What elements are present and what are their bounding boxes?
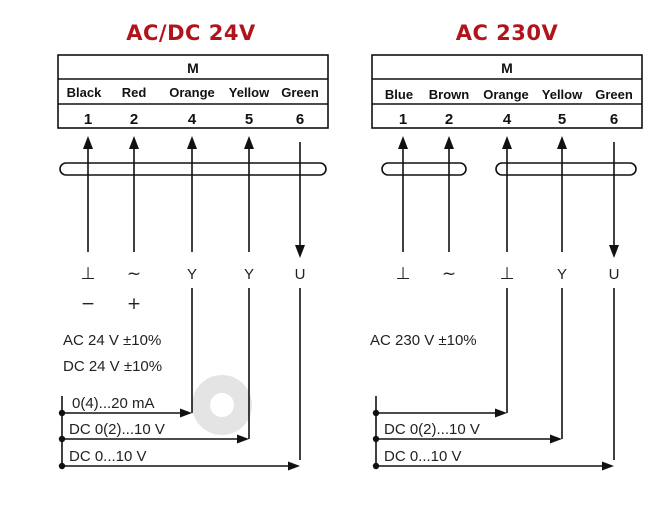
left-wire-color: Orange: [169, 85, 215, 100]
right-ground-icon: ⊥: [396, 264, 411, 284]
right-diagram: AC 230V M Blue Brown Orange Yellow Green…: [370, 21, 643, 471]
left-input-symbol: Y: [244, 266, 254, 283]
right-wire-color: Brown: [429, 87, 470, 102]
right-signal-cable-bundle: [495, 162, 637, 176]
left-polarity-plus: +: [127, 294, 141, 314]
left-diagram: AC/DC 24V M Black Red Orange Yellow Gree…: [57, 21, 329, 471]
left-output-symbol: U: [295, 266, 306, 283]
right-ground-icon: ⊥: [500, 264, 515, 284]
left-wire-color: Green: [281, 85, 319, 100]
right-wire-color: Orange: [483, 87, 529, 102]
left-signal-label: DC 0(2)...10 V: [69, 421, 165, 438]
right-terminal-number: 6: [610, 111, 618, 128]
left-cable-bundle: [59, 162, 327, 176]
left-terminal-number: 2: [130, 111, 138, 128]
left-title: AC/DC 24V: [126, 21, 256, 45]
right-input-symbol: Y: [557, 266, 567, 283]
right-ac-icon: ~: [442, 264, 456, 284]
right-terminal-number: 1: [399, 111, 407, 128]
left-wire-color: Yellow: [229, 85, 270, 100]
left-supply-note: DC 24 V ±10%: [63, 358, 162, 375]
right-terminal-number: 2: [445, 111, 453, 128]
left-motor-label: M: [187, 60, 199, 76]
right-wire-color: Blue: [385, 87, 413, 102]
left-polarity-minus: −: [81, 294, 95, 314]
right-terminal-number: 4: [503, 111, 512, 128]
right-wire-color: Yellow: [542, 87, 583, 102]
watermark-gear-icon: ​: [192, 375, 252, 435]
left-supply-note: AC 24 V ±10%: [63, 332, 161, 349]
left-signal-label: DC 0...10 V: [69, 448, 147, 465]
left-signal-label: 0(4)...20 mA: [72, 395, 155, 412]
right-terminal-number: 5: [558, 111, 566, 128]
left-ac-icon: ~: [127, 264, 141, 284]
right-power-cable-bundle: [381, 162, 467, 176]
left-terminal-number: 4: [188, 111, 197, 128]
left-ground-icon: ⊥: [81, 264, 96, 284]
right-supply-note: AC 230 V ±10%: [370, 332, 477, 349]
right-signal-label: DC 0(2)...10 V: [384, 421, 480, 438]
left-input-symbol: Y: [187, 266, 197, 283]
right-title: AC 230V: [456, 21, 559, 45]
left-wire-color: Black: [67, 85, 102, 100]
right-terminal-block: [371, 54, 643, 129]
left-wire-color: Red: [122, 85, 147, 100]
left-terminal-number: 6: [296, 111, 304, 128]
left-terminal-number: 5: [245, 111, 253, 128]
left-terminal-number: 1: [84, 111, 92, 128]
left-terminal-block: [57, 54, 329, 129]
right-motor-label: M: [501, 60, 513, 76]
right-output-symbol: U: [609, 266, 620, 283]
right-wire-color: Green: [595, 87, 633, 102]
right-signal-label: DC 0...10 V: [384, 448, 462, 465]
